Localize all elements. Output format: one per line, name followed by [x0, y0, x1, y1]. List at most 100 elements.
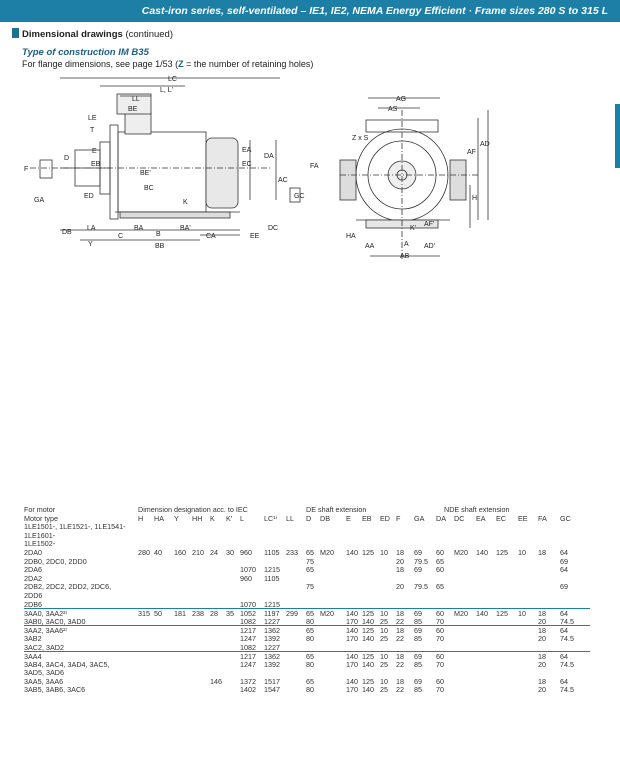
label-ga: GA	[34, 197, 44, 204]
table-cell: 85	[414, 685, 422, 695]
table-cell: 65	[306, 626, 314, 636]
motor-type-cell: 3AA4	[24, 652, 42, 662]
column-header: LC¹⁾	[264, 513, 278, 523]
motor-type-cell: 3AB4, 3AC4, 3AD4, 3AC5,	[24, 659, 110, 669]
motor-type-cell: 3AA5, 3AA6	[24, 676, 64, 686]
table-cell: 69	[414, 676, 422, 686]
table-cell: 10	[518, 609, 526, 619]
group-de: DE shaft extension	[306, 505, 367, 514]
table-row: 1LE1601-	[24, 531, 590, 540]
table-cell: 75	[306, 556, 314, 566]
table-cell: 140	[346, 676, 358, 686]
label-af2: AF'	[424, 221, 434, 228]
label-zxs: Z x S	[352, 135, 369, 142]
motor-type-cell: 3AB0, 3AC0, 3AD0	[24, 616, 86, 626]
column-header: DB	[320, 513, 330, 523]
table-cell: 1227	[264, 616, 280, 626]
table-cell: 1392	[264, 659, 280, 669]
table-cell: 69	[414, 652, 422, 662]
table-cell: 170	[346, 659, 358, 669]
label-da: DA	[264, 153, 274, 160]
column-header: ED	[380, 513, 390, 523]
column-header: Y	[174, 513, 179, 523]
table-cell: 1372	[240, 676, 256, 686]
column-header: HA	[154, 513, 164, 523]
table-cell: 125	[496, 547, 508, 557]
label-ad: AD	[480, 141, 490, 148]
table-cell: 69	[414, 626, 422, 636]
label-dc: DC	[268, 225, 278, 232]
table-cell: 1082	[240, 642, 256, 652]
table-cell: 140	[346, 626, 358, 636]
table-cell: 210	[192, 547, 204, 557]
table-cell: 18	[538, 676, 546, 686]
table-cell: 25	[380, 616, 388, 626]
group-nde: NDE shaft extension	[444, 505, 510, 514]
label-af: AF	[467, 149, 476, 156]
table-cell: 315	[138, 609, 150, 619]
section-title-text: Dimensional drawings	[22, 29, 123, 40]
table-cell: 74.5	[560, 633, 574, 643]
table-cell: 1082	[240, 616, 256, 626]
table-cell: 18	[396, 609, 404, 619]
table-cell: 1105	[264, 547, 280, 557]
label-k2: K'	[410, 225, 416, 232]
table-cell: 65	[436, 556, 444, 566]
table-cell: 140	[476, 609, 488, 619]
table-cell: 18	[538, 609, 546, 619]
table-cell: 60	[436, 547, 444, 557]
table-cell: 18	[538, 626, 546, 636]
label-bc: BC	[144, 185, 154, 192]
table-cell: 960	[240, 573, 252, 583]
table-cell: 40	[154, 547, 162, 557]
column-header: F	[396, 513, 401, 523]
table-cell: 74.5	[560, 616, 574, 626]
table-cell: 70	[436, 659, 444, 669]
table-cell: M20	[454, 609, 468, 619]
table-cell: 60	[436, 565, 444, 575]
table-cell: 70	[436, 616, 444, 626]
label-fa: FA	[310, 163, 319, 170]
column-header: E	[346, 513, 351, 523]
table-cell: 69	[560, 556, 568, 566]
table-cell: 1247	[240, 659, 256, 669]
table-cell: 1070	[240, 565, 256, 575]
table-cell: 70	[436, 633, 444, 643]
column-header: FA	[538, 513, 547, 523]
dimensional-drawing: LC L, L' LL BE LE T F GA D DB E EB ED BE…	[24, 76, 490, 260]
label-ea: EA	[242, 147, 252, 154]
table-cell: 65	[306, 547, 314, 557]
label-le: LE	[88, 115, 97, 122]
table-cell: 1362	[264, 626, 280, 636]
table-cell: 85	[414, 616, 422, 626]
table-cell: 1215	[264, 599, 280, 609]
table-cell: 125	[362, 626, 374, 636]
label-ee: EE	[250, 233, 260, 240]
table-cell: 18	[538, 652, 546, 662]
label-lc: LC	[168, 76, 177, 83]
table-cell: 18	[396, 626, 404, 636]
table-cell: 125	[362, 676, 374, 686]
column-header: DC	[454, 513, 465, 523]
section-marker	[12, 28, 19, 38]
table-cell: 238	[192, 609, 204, 619]
table-cell: 299	[286, 609, 298, 619]
table-cell: 80	[306, 685, 314, 695]
table-group-header: For motor Dimension designation acc. to …	[24, 505, 590, 514]
label-ab: AB	[400, 253, 410, 260]
label-y: Y	[88, 241, 93, 248]
table-cell: 170	[346, 616, 358, 626]
label-eb: EB	[91, 161, 101, 168]
column-header: D	[306, 513, 312, 523]
table-cell: 30	[226, 547, 234, 557]
table-cell: 20	[396, 556, 404, 566]
label-ba2: BA'	[180, 225, 191, 232]
motor-type-cell: 2DB2, 2DC2, 2DD2, 2DC6,	[24, 582, 112, 592]
motor-type-cell: 3AC2, 3AD2	[24, 642, 64, 652]
label-as: AS	[388, 106, 398, 113]
